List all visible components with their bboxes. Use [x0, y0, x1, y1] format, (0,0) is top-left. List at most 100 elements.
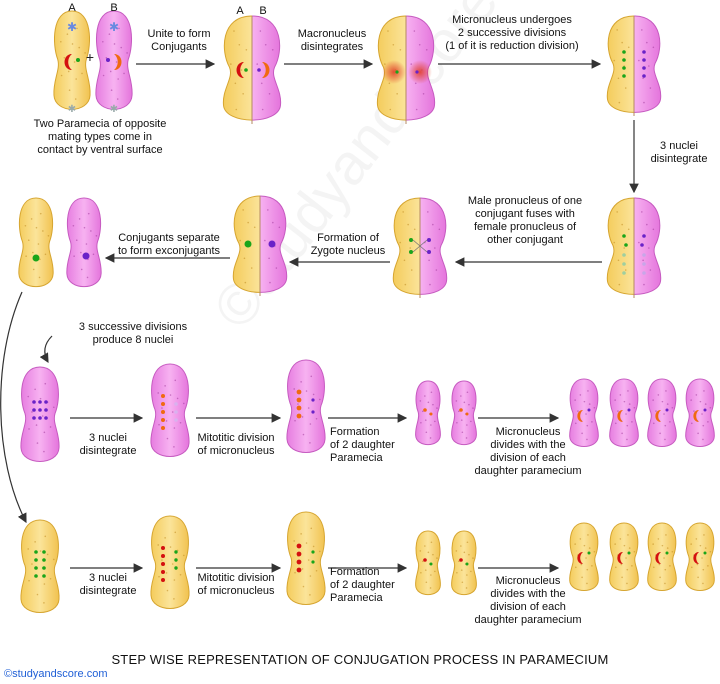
- cytoplasm-granule: [619, 394, 622, 396]
- macronucleus-a: [236, 62, 244, 78]
- cytoplasm-granule: [46, 553, 49, 556]
- cytoplasm-granule: [430, 574, 432, 576]
- cytoplasm-granule: [693, 410, 695, 412]
- cytoplasm-granule: [586, 438, 588, 441]
- cytoplasm-granule: [614, 543, 616, 545]
- cytoplasm-granule: [39, 550, 42, 552]
- cytoplasm-granule: [387, 30, 389, 32]
- yellow-final-paramecium: [647, 522, 677, 591]
- cytoplasm-granule: [80, 268, 83, 271]
- cytoplasm-granule: [593, 550, 596, 553]
- zygote-nucleus: [82, 252, 90, 260]
- cytoplasm-granule: [31, 411, 33, 413]
- cytoplasm-granule: [173, 427, 176, 429]
- cytoplasm-granule: [470, 570, 472, 573]
- pink-divided-cell: [286, 359, 326, 453]
- cytoplasm-granule: [307, 559, 310, 561]
- micronucleus: [665, 408, 669, 412]
- cytoplasm-granule: [695, 394, 698, 396]
- row3-nuclei-disintegrate-label: 3 nuclei disintegrate: [79, 432, 137, 457]
- exchange-line: [412, 239, 428, 253]
- caption-two-paramecia: Two Paramecia of opposite mating types c…: [33, 118, 167, 156]
- cytoplasm-granule: [455, 550, 458, 552]
- step-pronucleus-fusion-label: Male pronucleus of one conjugant fuses w…: [467, 195, 583, 246]
- macronucleus: [617, 410, 623, 422]
- cytoplasm-granule: [666, 403, 669, 405]
- cytoplasm-granule: [435, 269, 438, 271]
- micronucleus: [627, 408, 631, 412]
- cytoplasm-granule: [621, 432, 623, 435]
- cytoplasm-granule: [638, 59, 640, 62]
- pink-8-nuclei-cell: [20, 366, 60, 462]
- cytoplasm-granule: [472, 407, 474, 409]
- cytoplasm-granule: [702, 424, 705, 427]
- cytoplasm-granule: [649, 87, 652, 89]
- cytoplasm-granule: [430, 424, 432, 426]
- cytoplasm-granule: [396, 93, 398, 95]
- cytoplasm-granule: [63, 56, 66, 59]
- cytoplasm-granule: [588, 547, 591, 549]
- cytoplasm-granule: [158, 575, 160, 578]
- cytoplasm-granule: [626, 568, 629, 571]
- cytoplasm-granule: [428, 259, 430, 262]
- cytoplasm-granule: [424, 545, 426, 547]
- cytoplasm-granule: [697, 432, 699, 435]
- cytoplasm-granule: [25, 255, 27, 257]
- cytoplasm-granule: [623, 247, 625, 249]
- micronucleus: [161, 418, 165, 422]
- cytoplasm-granule: [36, 593, 39, 596]
- micronucleus: [703, 551, 707, 555]
- cytoplasm-granule: [413, 228, 416, 231]
- micronucleus: [423, 558, 427, 562]
- cytoplasm-granule: [293, 388, 296, 390]
- cytoplasm-granule: [28, 428, 30, 430]
- micronucleus: [161, 426, 165, 430]
- credit-link[interactable]: ©studyandscore.com: [4, 668, 108, 680]
- cytoplasm-granule: [468, 403, 470, 406]
- step-unite-label: Unite to form Conjugants: [147, 28, 211, 53]
- cytoplasm-granule: [702, 438, 704, 441]
- macronucleus-b: [114, 54, 122, 70]
- cytoplasm-granule: [179, 421, 182, 424]
- cytoplasm-granule: [581, 432, 583, 435]
- cytoplasm-granule: [430, 541, 433, 544]
- cytoplasm-granule: [429, 283, 431, 286]
- cytoplasm-granule: [424, 395, 426, 397]
- cytoplasm-granule: [613, 241, 616, 244]
- micronucleus-b: [106, 58, 110, 62]
- conjugant-pair-4-right-half: [634, 197, 662, 295]
- cytoplasm-granule: [587, 534, 589, 536]
- cytoplasm-granule: [413, 30, 416, 32]
- cytoplasm-granule: [429, 437, 432, 439]
- cytoplasm-granule: [616, 211, 618, 213]
- cytoplasm-granule: [315, 417, 318, 420]
- micronucleus: [34, 574, 38, 578]
- micronucleus: [415, 70, 419, 74]
- cytoplasm-granule: [76, 27, 78, 30]
- pink-final-paramecium: [609, 378, 639, 447]
- cytoplasm-granule: [319, 398, 321, 401]
- cytoplasm-granule: [39, 258, 41, 261]
- cytoplasm-granule: [649, 269, 652, 271]
- cytoplasm-granule: [392, 43, 395, 46]
- cytoplasm-granule: [44, 382, 47, 385]
- cytoplasm-granule: [618, 283, 621, 286]
- cytoplasm-granule: [664, 568, 667, 571]
- cytoplasm-granule: [259, 30, 262, 32]
- plus-sign: +: [86, 49, 94, 65]
- cytoplasm-granule: [420, 571, 422, 574]
- cytoplasm-granule: [300, 533, 302, 535]
- cytoplasm-granule: [436, 557, 438, 559]
- cytoplasm-granule: [616, 29, 618, 31]
- cytoplasm-granule: [465, 587, 468, 589]
- cytoplasm-granule: [652, 228, 655, 231]
- cytoplasm-granule: [425, 431, 428, 434]
- cytoplasm-granule: [424, 419, 427, 421]
- micronucleus: [296, 567, 302, 573]
- cytoplasm-granule: [593, 406, 596, 409]
- cytoplasm-granule: [421, 410, 424, 413]
- micronucleus: [32, 416, 36, 420]
- row4-mitotic-label: Mitotitic division of micronucleus: [197, 572, 275, 597]
- cytoplasm-granule: [704, 547, 707, 549]
- cytoplasm-granule: [625, 557, 627, 559]
